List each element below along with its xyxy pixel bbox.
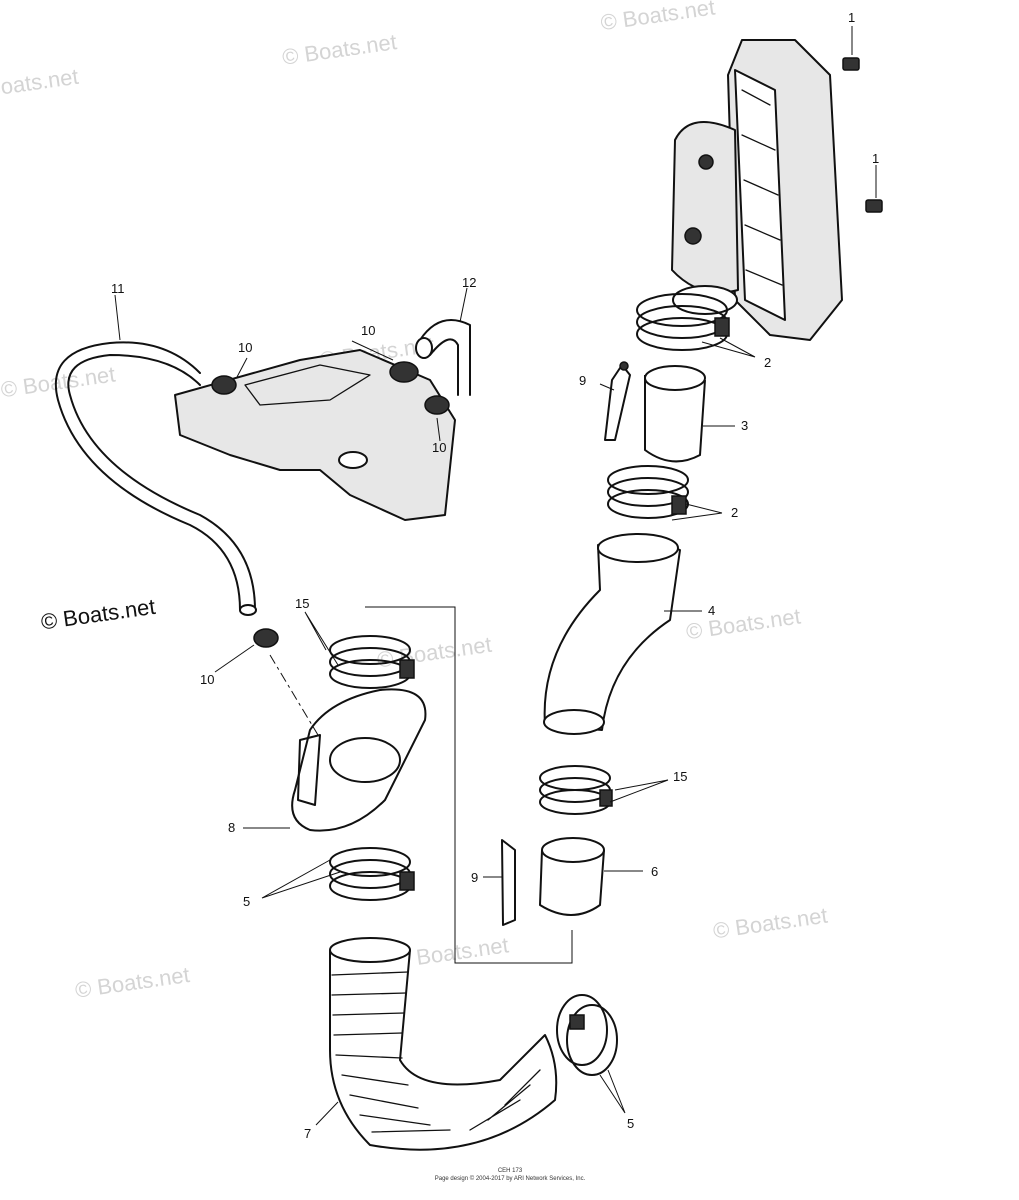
fitting-part <box>211 361 450 648</box>
callout-label: 15 <box>673 769 687 784</box>
watermark: © Boats.net <box>685 603 803 644</box>
callout-label: 10 <box>238 340 252 355</box>
copyright-mark: © Boats.net <box>39 594 157 635</box>
callout-label: 10 <box>361 323 375 338</box>
hose-clamp-part <box>556 994 618 1076</box>
hose-clamp-part <box>329 847 415 901</box>
callout-label: 10 <box>432 440 446 455</box>
callout-label: 1 <box>872 151 879 166</box>
callout-label: 1 <box>848 10 855 25</box>
callout-label: 5 <box>627 1116 634 1131</box>
callout-label: 2 <box>731 505 738 520</box>
page-footer: CEH 173 Page design © 2004-2017 by ARI N… <box>435 1168 586 1182</box>
reference-lines <box>269 606 573 964</box>
water-hose-part <box>54 341 257 616</box>
callout-label: 11 <box>111 281 125 296</box>
watermark: © Boats.net <box>73 962 191 1003</box>
exhaust-plate-part <box>174 349 456 521</box>
watermark: © Boats.net <box>711 903 829 944</box>
callout-label: 10 <box>200 672 214 687</box>
callout-label: 7 <box>304 1126 311 1141</box>
watermark: © Boats.net <box>281 29 399 70</box>
footer-copyright: Page design © 2004-2017 by ARI Network S… <box>435 1175 586 1182</box>
hose-clamp-part <box>539 765 613 815</box>
exhaust-tube-part <box>543 533 681 735</box>
retaining-clip-part <box>604 361 631 441</box>
bellows-hose-part <box>329 937 558 1151</box>
callout-label: 4 <box>708 603 715 618</box>
callout-label: 5 <box>243 894 250 909</box>
watermark: © Boats.net <box>0 64 80 105</box>
watermark: © Boats.net <box>599 0 717 35</box>
callout-label: 9 <box>579 373 586 388</box>
callout-label: 9 <box>471 870 478 885</box>
plug-part <box>842 57 883 213</box>
callout-label: 8 <box>228 820 235 835</box>
outlet-flange-part <box>291 688 427 832</box>
hose-clamp-part <box>329 635 415 689</box>
callout-label: 3 <box>741 418 748 433</box>
footer-code: CEH 173 <box>498 1168 523 1174</box>
retaining-clip-part <box>501 839 516 926</box>
leader-lines <box>114 26 877 1126</box>
sleeve-part <box>539 837 605 916</box>
callout-label: 12 <box>462 275 476 290</box>
watermark: © Boats.net <box>0 361 117 402</box>
callout-label: 6 <box>651 864 658 879</box>
elbow-hose-part <box>415 319 471 396</box>
sleeve-part <box>644 365 706 463</box>
callout-label: 15 <box>295 596 309 611</box>
callout-label: 2 <box>764 355 771 370</box>
callout-labels: 1 1 2 2 3 4 5 5 6 7 8 9 9 10 10 10 10 11… <box>111 10 879 1141</box>
